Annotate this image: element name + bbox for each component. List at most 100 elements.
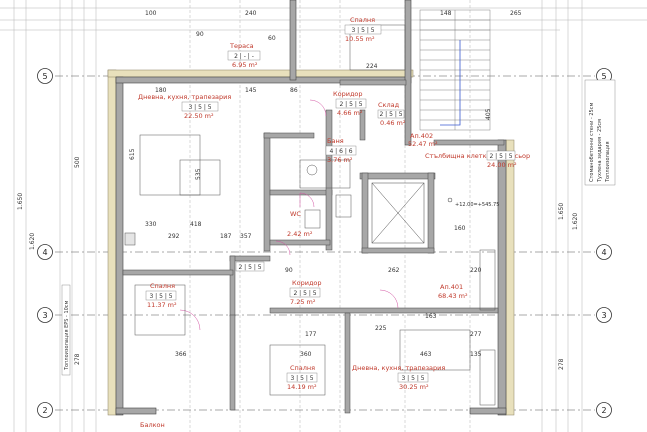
- dim-label: 360: [300, 351, 312, 358]
- dim-label: 148: [440, 10, 452, 17]
- elevation-label: +12.00=+545.75: [455, 202, 499, 208]
- dim-label: 277: [470, 331, 482, 338]
- room-spalnya-top: Спалня 3 | 5 | 5 10.55 m²: [344, 16, 382, 43]
- axis-label-right-5: 5: [601, 72, 606, 81]
- dim-label: 160: [454, 225, 466, 232]
- room-name: Балкон: [140, 421, 165, 429]
- legend-text: Стоманобетонни стени - 25см: [589, 103, 595, 182]
- dim-label: 86: [290, 87, 298, 94]
- dim-label: 615: [129, 148, 136, 160]
- room-name: Дневна, кухня, трапезария: [352, 364, 445, 372]
- room-name: Коридор: [333, 90, 363, 98]
- dim-label: 330: [145, 221, 157, 228]
- room-code: 2 | 5 | 5: [379, 111, 402, 118]
- room-spalnya-left: Спалня 3 | 5 | 5 11.37 m²: [145, 282, 177, 309]
- room-area: 10.55 m²: [345, 35, 375, 43]
- room-spalnya-bottom: Спалня 3 | 5 | 5 14.19 m²: [286, 364, 318, 391]
- room-terasa: Тераса 2 | - | - 6.95 m²: [227, 42, 261, 69]
- room-code: 3 | 5 | 5: [149, 293, 172, 300]
- room-name: Тераса: [229, 42, 254, 50]
- dim-label: 292: [168, 233, 180, 240]
- room-name: Спалня: [150, 282, 175, 290]
- room-code: 2 | 5 | 5: [339, 101, 362, 108]
- room-area: 6.95 m²: [232, 61, 258, 69]
- axis-label-left-5: 5: [42, 72, 47, 81]
- axis-markers-right: 5 4 3 2: [596, 68, 612, 418]
- room-code: 2 | 5 | 5: [489, 153, 512, 160]
- dim-label: 1.620: [29, 233, 36, 250]
- room-code: 3 | 5 | 5: [188, 104, 211, 111]
- room-code: 3 | 5 | 5: [351, 27, 374, 34]
- room-labels: Тераса 2 | - | - 6.95 m² Спалня 3 | 5 | …: [138, 16, 530, 429]
- dimension-texts: 100 240 90 60 224 148 265 180 86 145 330…: [145, 10, 522, 358]
- dim-label: 135: [470, 351, 482, 358]
- room-banya: Баня 4 | 6 | 6 3.76 m²: [325, 137, 357, 164]
- room-stairs: Стълбищна клетка и асансьор 2 | 5 | 5 24…: [425, 150, 530, 169]
- vertical-dimensions: 1.650 500 1.620 615 535 278 1.650 1.620 …: [17, 108, 579, 370]
- room-name: Ап.401: [440, 283, 463, 291]
- dim-label: 100: [145, 10, 157, 17]
- room-code: 2 | - | -: [234, 53, 254, 60]
- dim-label: 1.650: [558, 203, 565, 220]
- room-name: Дневна, кухня, трапезария: [138, 93, 231, 101]
- dim-label: 240: [245, 10, 257, 17]
- dim-label: 262: [388, 267, 400, 274]
- room-name: Стълбищна клетка и асансьор: [425, 152, 530, 160]
- right-legend: Стоманобетонни стени - 25см Тухлена зида…: [584, 79, 616, 186]
- room-area: 68.43 m²: [438, 292, 468, 300]
- room-area: 3.76 m²: [327, 156, 353, 164]
- dim-label: 357: [240, 233, 252, 240]
- axis-label-left-3: 3: [42, 311, 47, 320]
- dim-label: 90: [285, 267, 293, 274]
- dim-label: 418: [190, 221, 202, 228]
- axis-markers-left: 5 4 3 2: [37, 68, 53, 418]
- room-ap402: Ап.402 52.47 m²: [408, 132, 438, 148]
- room-name: Спалня: [290, 364, 315, 372]
- dim-label: 278: [558, 358, 565, 370]
- dim-label: 163: [425, 313, 437, 320]
- room-area: 14.19 m²: [287, 383, 317, 391]
- room-code: 3 | 5 | 5: [290, 375, 313, 382]
- dim-label: 500: [74, 156, 81, 168]
- dim-label: 265: [510, 10, 522, 17]
- left-legend: Топлоизолация EPS - 10см: [61, 284, 71, 376]
- doors: [179, 99, 399, 331]
- staircase: [419, 9, 491, 131]
- room-name: Баня: [327, 137, 344, 145]
- axis-label-left-4: 4: [42, 248, 47, 257]
- dim-label: 60: [268, 35, 276, 42]
- room-area: 22.50 m²: [184, 112, 214, 120]
- room-code: 4 | 6 | 6: [329, 148, 352, 155]
- room-dnevna-top: Дневна, кухня, трапезария 3 | 5 | 5 22.5…: [138, 93, 231, 120]
- room-area: 0.46 m²: [380, 119, 406, 127]
- dim-label: 1.650: [17, 193, 24, 210]
- dim-label: 463: [420, 351, 432, 358]
- room-sklad: Склад 2 | 5 | 5 0.46 m²: [377, 101, 406, 127]
- room-koridor-top: Коридор 2 | 5 | 5 4.66 m²: [333, 90, 367, 117]
- dim-label: 224: [366, 63, 378, 70]
- dim-label: 405: [485, 108, 492, 120]
- elevation-marker: +12.00=+545.75: [447, 197, 499, 208]
- room-name: Ап.402: [410, 132, 433, 140]
- dim-label: 535: [195, 168, 202, 180]
- room-code: 2 | 5 | 5: [293, 290, 316, 297]
- dim-label: 145: [245, 87, 257, 94]
- axis-label-left-2: 2: [42, 406, 47, 415]
- room-area: 7.25 m²: [290, 298, 316, 306]
- dim-label: 90: [196, 31, 204, 38]
- dim-label: 1.620: [572, 213, 579, 230]
- dim-label: 177: [305, 331, 317, 338]
- room-code: 3 | 5 | 5: [401, 375, 424, 382]
- room-area: 30.25 m²: [399, 383, 429, 391]
- elevator: [371, 182, 425, 244]
- axis-label-right-4: 4: [601, 248, 606, 257]
- furniture: [124, 24, 496, 406]
- room-name: Склад: [378, 101, 400, 109]
- room-area: 2.42 m²: [287, 230, 313, 238]
- room-wc: WC 2.42 m²: [287, 210, 313, 238]
- room-area: 11.37 m²: [147, 301, 177, 309]
- dim-label: 187: [220, 233, 232, 240]
- dim-label: 366: [175, 351, 187, 358]
- axis-label-right-2: 2: [601, 406, 606, 415]
